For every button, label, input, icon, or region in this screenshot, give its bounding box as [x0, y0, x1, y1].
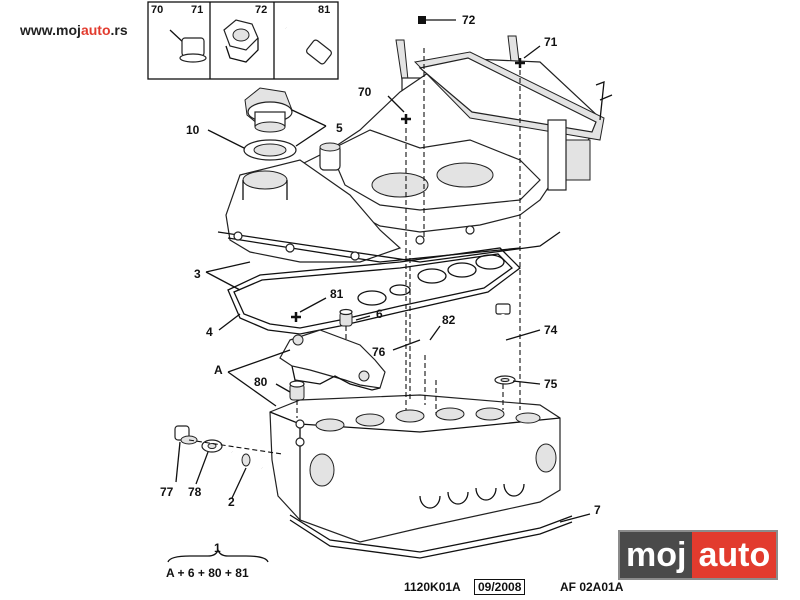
header-fastener-boxes	[147, 1, 339, 80]
callout-72: 72	[462, 13, 476, 27]
callout-75: 75	[544, 377, 558, 391]
callout-81: 81	[330, 287, 344, 301]
long-bolt-icon	[285, 26, 332, 65]
header-label-70: 70	[151, 4, 164, 16]
blanking-plug	[174, 425, 198, 445]
formula-expression: A + 6 + 80 + 81	[166, 566, 249, 580]
date-code: 09/2008	[474, 579, 526, 595]
valve-cover-gasket	[227, 247, 521, 335]
callout-5: 5	[336, 121, 343, 135]
callout-82: 82	[442, 313, 456, 327]
stud-bolts	[423, 303, 516, 385]
valve-cover-module	[217, 35, 613, 263]
header-label-72: 72	[255, 4, 268, 16]
camshaft-bearing-cap	[279, 329, 386, 391]
callout-labels: 72 71 70 10 5 3 4 81 6 82 74 76 75 A 80 …	[160, 13, 601, 517]
callout-2: 2	[228, 495, 235, 509]
callout-6: 6	[376, 307, 383, 321]
side-stud	[231, 450, 263, 470]
cylinder-head-gasket	[289, 514, 573, 559]
header-label-81: 81	[318, 4, 331, 16]
callout-7: 7	[594, 503, 601, 517]
filler-cap-seal	[243, 139, 297, 161]
callout-76: 76	[372, 345, 386, 359]
callout-77: 77	[160, 485, 174, 499]
cylinder-head	[269, 394, 561, 543]
leader-lines	[175, 16, 591, 523]
callout-4: 4	[206, 325, 213, 339]
hex-nut-icon	[223, 19, 259, 63]
callout-10: 10	[186, 123, 200, 137]
oil-filler-cap	[244, 87, 293, 133]
reference-code: 1120K01A	[404, 580, 461, 594]
callout-A: A	[214, 363, 223, 377]
locating-dowel	[289, 380, 305, 401]
af-code: AF 02A01A	[560, 580, 624, 594]
sealing-washer	[201, 439, 223, 453]
formula-number: 1	[214, 541, 221, 555]
assembly-guide-lines	[188, 48, 521, 455]
assembly-formula: 1 A + 6 + 80 + 81	[166, 541, 269, 580]
callout-3: 3	[194, 267, 201, 281]
callout-70: 70	[358, 85, 372, 99]
callout-80: 80	[254, 375, 268, 389]
callout-78: 78	[188, 485, 202, 499]
spacer-sleeve	[339, 308, 353, 327]
callout-71: 71	[544, 35, 558, 49]
callout-74: 74	[544, 323, 558, 337]
flange-bolt-icon	[169, 29, 207, 63]
header-label-71: 71	[191, 4, 204, 16]
watermark-url[interactable]: www.mojauto.rs	[20, 22, 128, 38]
